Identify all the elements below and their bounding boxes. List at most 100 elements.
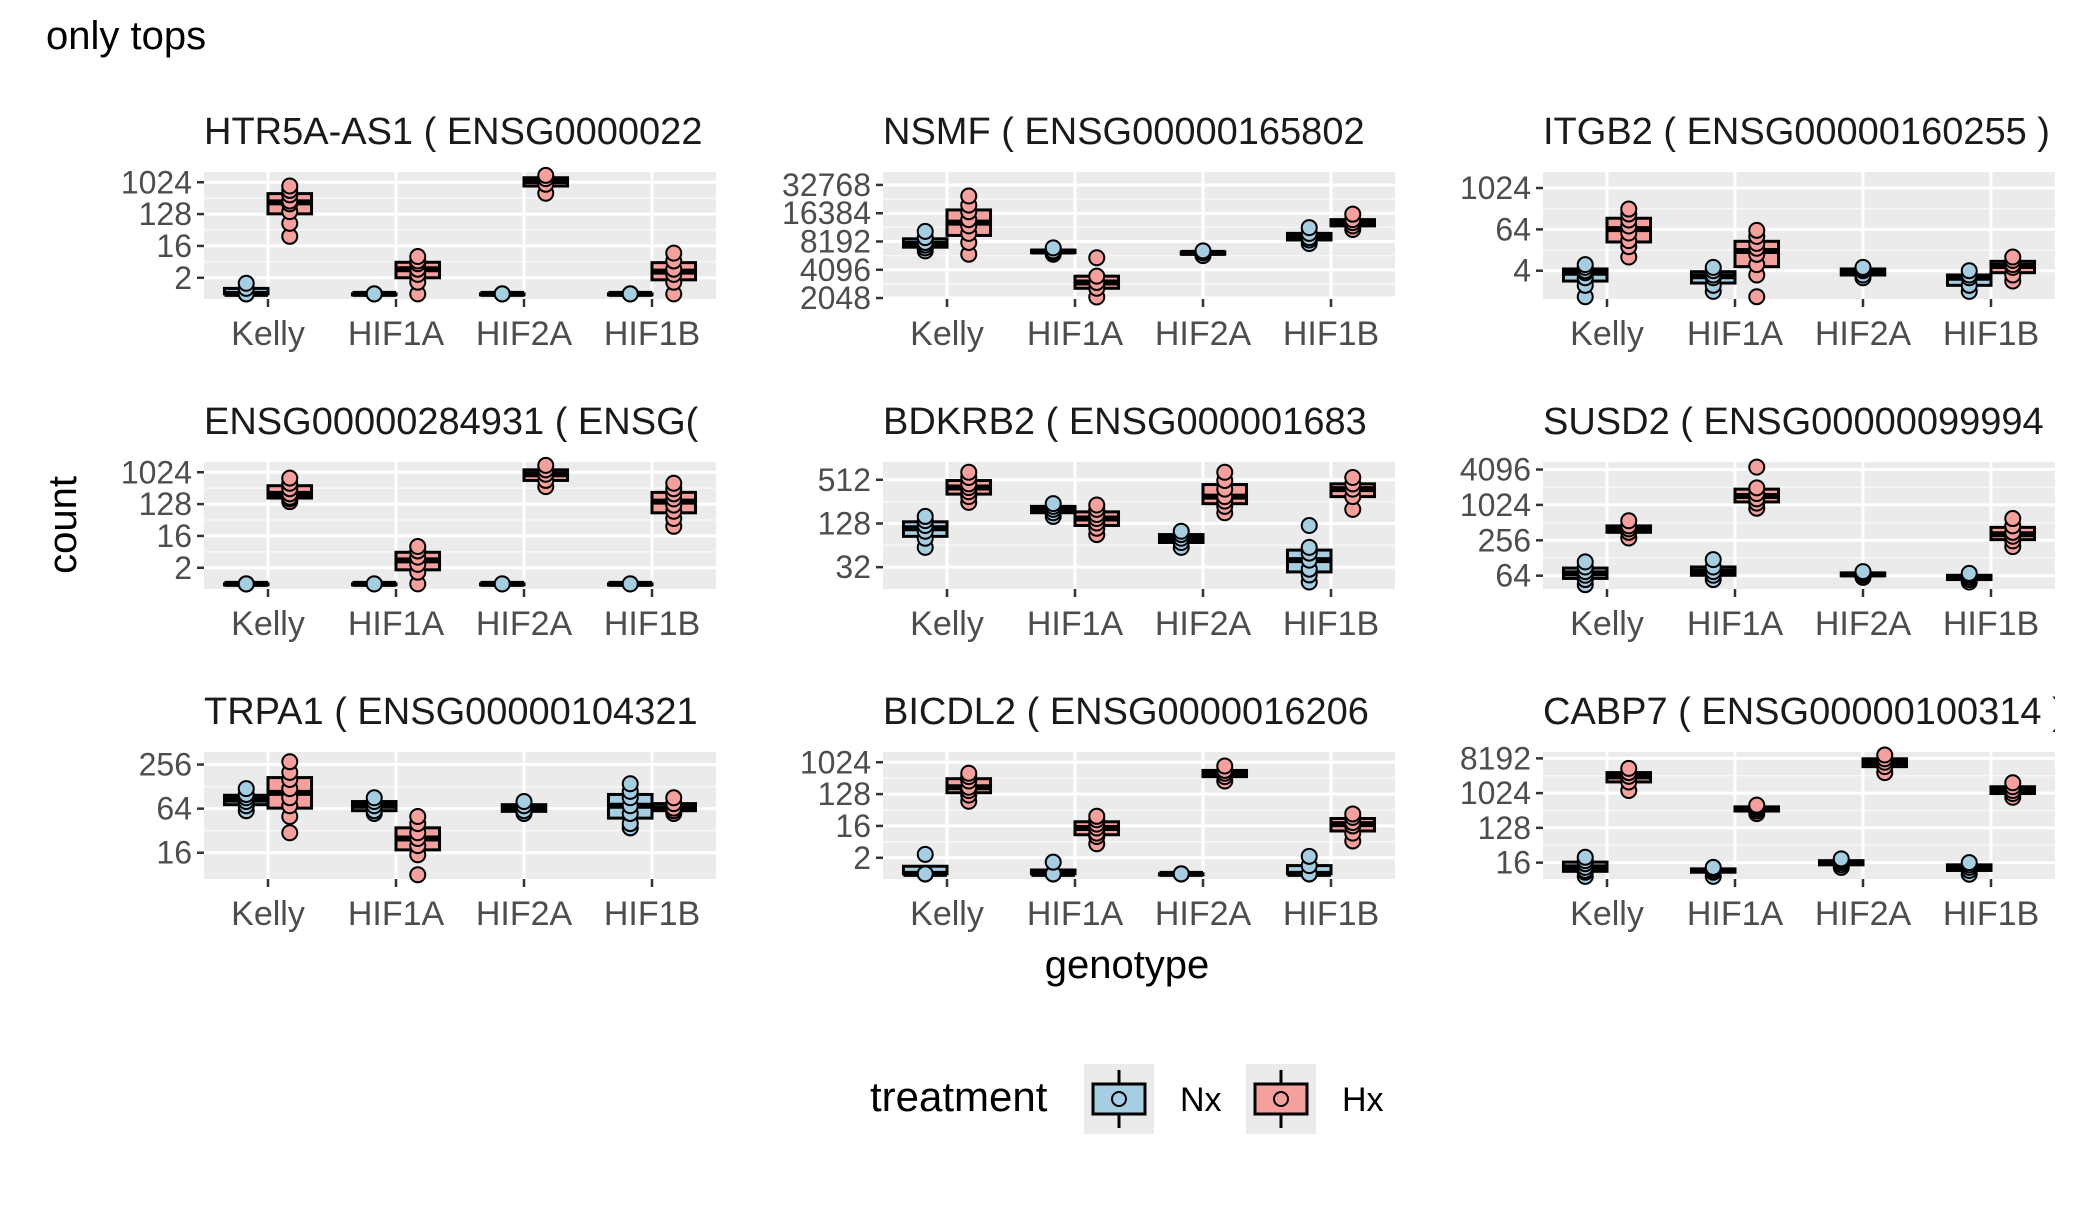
x-tick-label: HIF1A bbox=[1687, 605, 1784, 643]
data-point-hx bbox=[960, 764, 978, 782]
data-point-hx bbox=[665, 244, 683, 262]
data-point-nx bbox=[1854, 258, 1872, 276]
facet-title: NSMF ( ENSG00000165802 bbox=[883, 111, 1365, 153]
x-tick-label: HIF1B bbox=[604, 315, 700, 353]
data-point-hx bbox=[409, 807, 427, 825]
y-tick-label: 256 bbox=[139, 747, 192, 783]
y-tick-label: 1024 bbox=[1460, 170, 1531, 206]
y-tick-label: 4 bbox=[1513, 253, 1531, 289]
data-point-nx bbox=[365, 575, 383, 593]
data-point-nx bbox=[1576, 848, 1594, 866]
x-tick-label: Kelly bbox=[1570, 315, 1644, 353]
x-tick-label: HIF2A bbox=[476, 895, 573, 933]
data-point-hx bbox=[1344, 805, 1362, 823]
panel-background bbox=[883, 752, 1395, 879]
data-point-nx bbox=[1300, 517, 1318, 534]
x-tick-label: HIF1B bbox=[1283, 605, 1379, 643]
data-point-nx bbox=[1044, 239, 1062, 257]
facet-title: CABP7 ( ENSG00000100314 ) bbox=[1543, 691, 2065, 733]
legend-label-hx: Hx bbox=[1342, 1081, 1384, 1119]
x-tick-label: HIF1B bbox=[604, 605, 700, 643]
data-point-nx bbox=[1300, 538, 1318, 556]
data-point-hx bbox=[1344, 469, 1362, 487]
x-tick-label: HIF1B bbox=[1283, 895, 1379, 933]
x-tick-label: Kelly bbox=[231, 605, 305, 643]
data-point-nx bbox=[365, 789, 383, 807]
x-tick-label: HIF1B bbox=[1943, 605, 2039, 643]
x-tick-label: HIF2A bbox=[1815, 605, 1912, 643]
x-tick-label: HIF1A bbox=[1687, 895, 1784, 933]
chart-title: only tops bbox=[46, 14, 207, 58]
data-point-hx bbox=[1620, 759, 1638, 777]
data-point-nx bbox=[916, 507, 934, 525]
y-tick-label: 1024 bbox=[800, 744, 871, 780]
y-tick-label: 2048 bbox=[800, 280, 871, 316]
data-point-hx bbox=[281, 469, 299, 487]
y-tick-label: 128 bbox=[818, 776, 871, 812]
x-tick-label: HIF2A bbox=[1155, 315, 1252, 353]
data-point-hx bbox=[960, 463, 978, 481]
y-tick-label: 16 bbox=[1495, 845, 1531, 881]
x-tick-label: Kelly bbox=[1570, 895, 1644, 933]
data-point-hx bbox=[960, 187, 978, 205]
y-tick-label: 128 bbox=[139, 196, 192, 232]
data-point-hx bbox=[1088, 267, 1106, 285]
data-point-nx bbox=[237, 274, 255, 292]
data-point-hx bbox=[1748, 479, 1766, 497]
data-point-hx bbox=[1748, 221, 1766, 239]
panel-marks bbox=[222, 166, 698, 303]
data-point-hx bbox=[2004, 510, 2022, 528]
x-tick-label: HIF2A bbox=[476, 315, 573, 353]
facet-title: BDKRB2 ( ENSG000001683 bbox=[883, 401, 1367, 443]
x-tick-label: HIF1B bbox=[1943, 895, 2039, 933]
data-point-hx bbox=[1748, 796, 1766, 814]
x-tick-label: HIF1A bbox=[348, 315, 445, 353]
legend-key-point bbox=[1111, 1091, 1127, 1107]
x-tick-label: HIF1A bbox=[1687, 315, 1784, 353]
y-tick-label: 2 bbox=[853, 840, 871, 876]
y-tick-label: 2 bbox=[174, 260, 192, 296]
data-point-nx bbox=[1704, 258, 1722, 276]
data-point-hx bbox=[409, 538, 427, 556]
legend-label-nx: Nx bbox=[1180, 1081, 1222, 1119]
panel-marks bbox=[222, 456, 698, 593]
x-tick-label: HIF1A bbox=[1027, 315, 1124, 353]
data-point-nx bbox=[916, 845, 934, 863]
x-axis-title: genotype bbox=[1045, 943, 1210, 987]
y-tick-label: 16 bbox=[156, 835, 192, 871]
y-tick-label: 1024 bbox=[1460, 487, 1531, 523]
data-point-hx bbox=[2004, 248, 2022, 266]
data-point-nx bbox=[1704, 551, 1722, 569]
data-point-nx bbox=[493, 575, 511, 593]
facet-panel: SUSD2 ( ENSG000000999946425610244096Kell… bbox=[1460, 401, 2055, 643]
data-point-hx bbox=[1748, 458, 1766, 476]
facet-title: TRPA1 ( ENSG00000104321 bbox=[204, 691, 698, 733]
data-point-nx bbox=[1576, 553, 1594, 571]
x-tick-label: HIF2A bbox=[1815, 895, 1912, 933]
x-tick-label: HIF1A bbox=[348, 895, 445, 933]
data-point-nx bbox=[1044, 495, 1062, 513]
data-point-nx bbox=[237, 575, 255, 593]
data-point-nx bbox=[1832, 850, 1850, 868]
data-point-hx bbox=[1876, 746, 1894, 764]
data-point-nx bbox=[1044, 853, 1062, 871]
data-point-hx bbox=[1620, 512, 1638, 530]
y-tick-label: 32 bbox=[835, 549, 871, 585]
data-point-nx bbox=[237, 780, 255, 798]
facet-panel: CABP7 ( ENSG00000100314 )1612810248192Ke… bbox=[1460, 691, 2065, 933]
y-tick-label: 16 bbox=[156, 228, 192, 264]
x-tick-label: Kelly bbox=[910, 895, 984, 933]
x-tick-label: HIF1B bbox=[1943, 315, 2039, 353]
data-point-nx bbox=[916, 865, 934, 883]
panel-marks bbox=[1561, 746, 2037, 885]
panel-marks bbox=[1561, 458, 2037, 594]
y-tick-label: 16 bbox=[156, 518, 192, 554]
x-tick-label: Kelly bbox=[1570, 605, 1644, 643]
x-tick-label: Kelly bbox=[910, 605, 984, 643]
y-axis-title: count bbox=[41, 476, 85, 574]
data-point-nx bbox=[916, 222, 934, 240]
